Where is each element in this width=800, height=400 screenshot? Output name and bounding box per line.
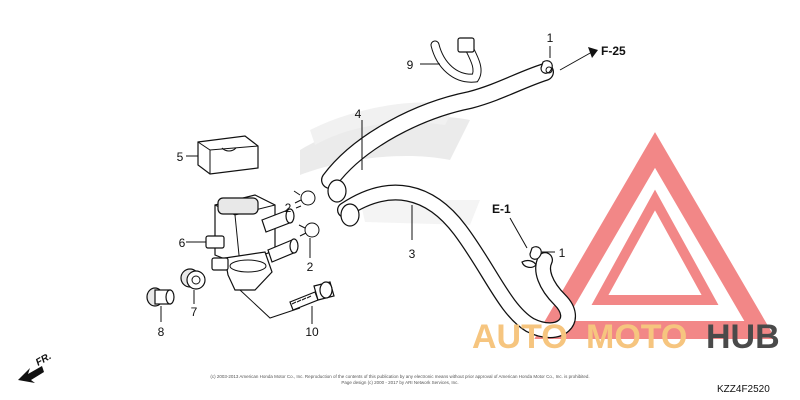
rubber-mount-5	[197, 135, 259, 175]
front-direction-arrow: FR.	[18, 351, 53, 383]
callout-2-top[interactable]: 2	[285, 201, 292, 215]
hose-clip-1-top	[540, 60, 553, 74]
callout-3[interactable]: 3	[409, 247, 416, 261]
grommet-7	[180, 268, 206, 290]
pair-control-valve-6	[205, 194, 299, 291]
watermark-hub: HUB	[706, 318, 780, 356]
watermark-auto: AUTO	[472, 318, 568, 356]
air-suction-hose-3	[337, 184, 576, 339]
hose-clamp-2-upper	[293, 190, 316, 206]
callout-10[interactable]: 10	[305, 325, 319, 339]
copyright-line-1: (c) 2003-2013 American Honda Motor Co., …	[210, 374, 589, 379]
reference-f25[interactable]: F-25	[601, 44, 626, 58]
callout-5[interactable]: 5	[177, 150, 184, 164]
hose-3-end	[340, 203, 360, 227]
band-9	[430, 37, 482, 83]
copyright-line-2: Page design (c) 2000 - 2017 by ARI Netwo…	[341, 380, 458, 385]
leader-lines	[160, 46, 555, 324]
callout-4[interactable]: 4	[355, 107, 362, 121]
front-arrow-label: FR.	[34, 351, 53, 369]
hose-clip-1-right	[521, 246, 542, 268]
bolt-10	[289, 281, 335, 311]
callout-6[interactable]: 6	[179, 236, 186, 250]
watermark-text: AUTO MOTO HUB	[472, 318, 780, 356]
callout-7[interactable]: 7	[191, 305, 198, 319]
callout-9[interactable]: 9	[407, 58, 414, 72]
hose-clamp-2-lower	[298, 222, 320, 238]
callout-1-right[interactable]: 1	[559, 246, 566, 260]
callout-2-bottom[interactable]: 2	[307, 260, 314, 274]
reference-e1[interactable]: E-1	[492, 202, 511, 216]
watermark-logo	[534, 132, 776, 339]
watermark-moto: MOTO	[586, 318, 687, 356]
collar-8	[146, 287, 175, 307]
f25-reference-arrow[interactable]	[559, 47, 598, 71]
hose-4-end	[327, 179, 347, 203]
callout-1-top[interactable]: 1	[547, 31, 554, 45]
diagram-code: KZZ4F2520	[717, 384, 770, 395]
callout-8[interactable]: 8	[158, 325, 165, 339]
air-suction-hose-4	[321, 63, 554, 189]
